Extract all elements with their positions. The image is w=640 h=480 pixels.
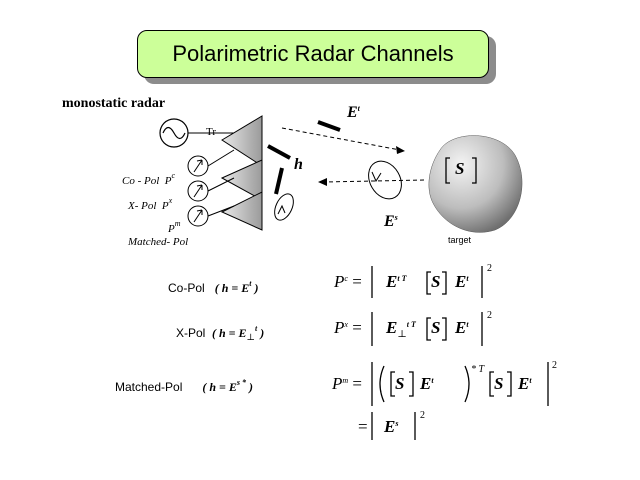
matched-equation-e1: Et bbox=[420, 374, 434, 393]
receiver-x-pol-icon bbox=[187, 177, 235, 202]
scattering-matrix-label: S bbox=[455, 159, 465, 178]
tr-label: Tr bbox=[206, 126, 216, 138]
receiver-matched-icon bbox=[187, 205, 235, 227]
transmit-arrow bbox=[281, 127, 405, 154]
polarization-ellipse-icon bbox=[274, 193, 294, 221]
x-pol-receiver-label: X- Pol Px bbox=[128, 196, 173, 212]
xpol-equation-exponent: 2 bbox=[487, 310, 492, 321]
xpol-equation-e: Et bbox=[455, 318, 469, 337]
matched-receiver-symbol: Pm bbox=[168, 219, 181, 235]
matched-equation-es: Es bbox=[384, 417, 399, 436]
horn-antenna-bottom bbox=[220, 191, 263, 231]
target-label: target bbox=[448, 235, 472, 245]
xpol-equation-s: S bbox=[431, 318, 441, 337]
receiver-co-pol-icon bbox=[187, 149, 235, 177]
matched-pol-label: Matched- Pol bbox=[128, 236, 189, 248]
polarization-bar-icon bbox=[267, 144, 291, 160]
polarization-bar-icon bbox=[274, 167, 284, 195]
matched-equation-e2: Et bbox=[518, 374, 532, 393]
copol-equation-exponent: 2 bbox=[487, 263, 492, 274]
slide-title: Polarimetric Radar Channels bbox=[137, 30, 489, 78]
copol-equation-s: S bbox=[431, 272, 441, 291]
copol-equation-et: Et T bbox=[386, 272, 407, 291]
target-shape bbox=[428, 135, 523, 233]
horn-antenna-middle bbox=[220, 159, 263, 201]
copol-equation-e: Et bbox=[455, 272, 469, 291]
copol-equation-lhs: Pc = bbox=[334, 272, 362, 291]
polarization-bar-icon bbox=[317, 120, 341, 132]
transmit-field-label: Et bbox=[347, 104, 360, 121]
matched-row-label: Matched-Pol ( h = Es * ) bbox=[115, 378, 254, 394]
scatter-arrow bbox=[318, 178, 425, 186]
matched-equation-lhs: Pm = bbox=[332, 374, 363, 393]
equation-delimiters bbox=[371, 266, 549, 440]
receive-vector-label: h bbox=[294, 156, 303, 173]
matched-equation-es-exponent: 2 bbox=[420, 410, 425, 421]
matched-equation-s1: S bbox=[395, 374, 405, 393]
monostatic-label: monostatic radar bbox=[62, 96, 166, 111]
matched-equation-s2: S bbox=[494, 374, 504, 393]
matched-equation-exponent: 2 bbox=[552, 360, 557, 371]
xpol-row-label: X-Pol ( h = E⊥t ) bbox=[176, 324, 265, 342]
co-pol-receiver-label: Co - Pol Pc bbox=[122, 171, 176, 187]
matched-equation-eq2: = bbox=[358, 417, 368, 436]
polarization-ellipse-icon bbox=[368, 160, 402, 200]
xpol-equation-et: E⊥t T bbox=[386, 318, 416, 340]
scatter-field-label: Es bbox=[384, 213, 398, 230]
xpol-equation-lhs: Px = bbox=[334, 318, 362, 337]
copol-row-label: Co-Pol ( h = Et ) bbox=[168, 279, 259, 295]
horn-antenna-top bbox=[221, 115, 263, 167]
matched-equation-conjugate: * T bbox=[471, 364, 485, 375]
oscillator-icon bbox=[159, 118, 263, 148]
